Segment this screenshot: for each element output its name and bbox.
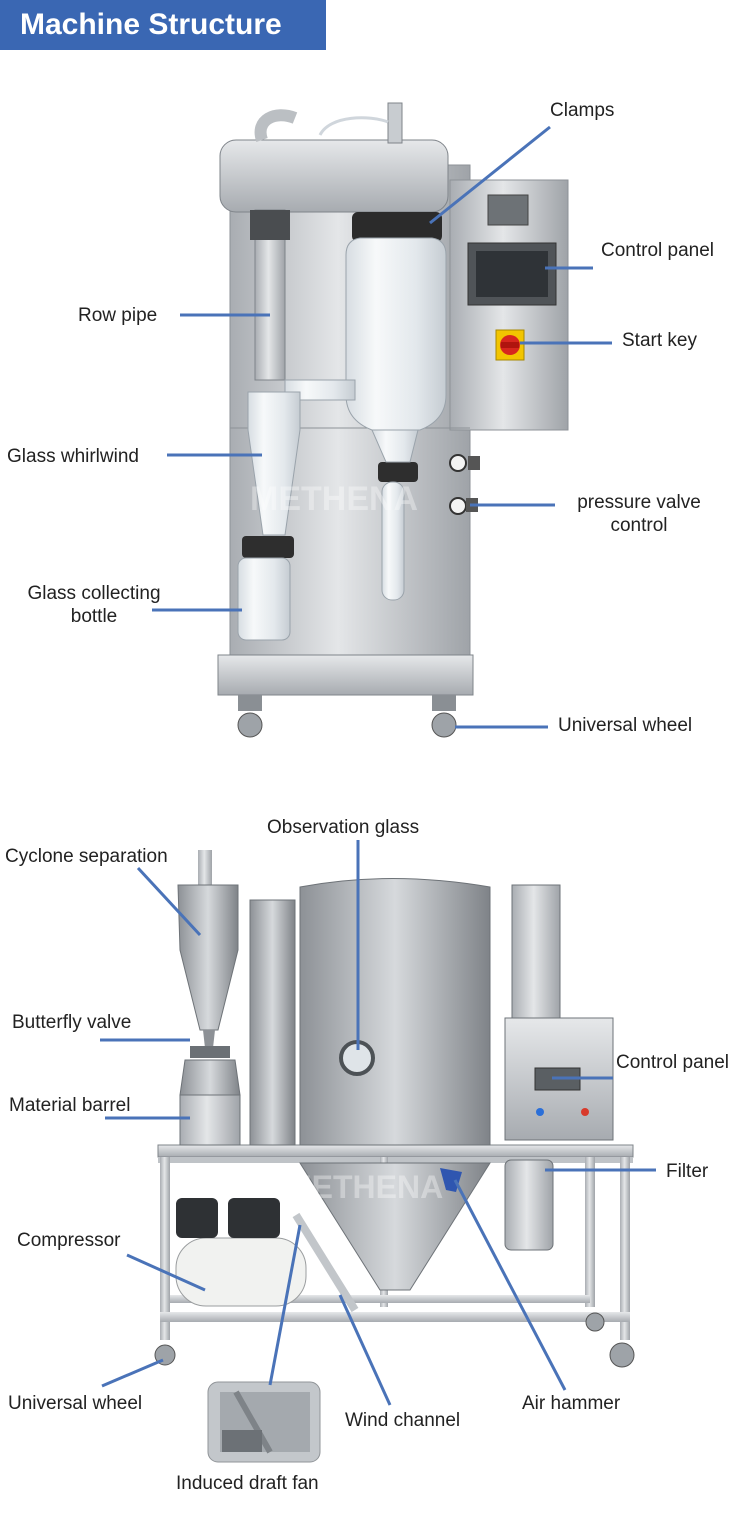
label-air-hammer: Air hammer: [522, 1393, 621, 1414]
label-row-pipe: Row pipe: [78, 305, 158, 326]
label-glass-bottle-line2: bottle: [70, 606, 118, 627]
label-start-key: Start key: [622, 330, 697, 351]
label-control-panel: Control panel: [601, 240, 715, 261]
section-title: Machine Structure: [0, 0, 326, 50]
label-universal-wheel-top: Universal wheel: [558, 715, 693, 736]
label-wind-channel: Wind channel: [345, 1410, 461, 1431]
top-machine: METHENA: [217, 102, 569, 738]
bottom-leader-lines: [100, 840, 656, 1406]
label-glass-whirlwind: Glass whirlwind: [7, 446, 139, 467]
watermark-text: METHENA: [250, 480, 418, 518]
label-control-panel-bottom: Control panel: [616, 1052, 730, 1073]
label-filter: Filter: [666, 1161, 709, 1182]
label-clamps: Clamps: [550, 100, 615, 121]
label-glass-collecting-bottle: Glass collecting bottle: [10, 582, 178, 628]
label-glass-bottle-line1: Glass collecting: [27, 583, 161, 604]
label-observation-glass: Observation glass: [267, 817, 420, 838]
top-leader-lines: [152, 125, 612, 729]
watermark-text-bottom: METHENA: [285, 1169, 443, 1205]
label-pressure-valve-control: pressure valve control: [560, 491, 718, 537]
label-material-barrel: Material barrel: [9, 1095, 131, 1116]
label-universal-wheel-bottom: Universal wheel: [8, 1393, 143, 1414]
label-pressure-valve-line1: pressure valve: [577, 492, 701, 513]
label-cyclone-separation: Cyclone separation: [5, 846, 168, 867]
label-pressure-valve-line2: control: [610, 515, 668, 536]
induced-draft-fan-photo: [207, 1381, 321, 1463]
bottom-machine: METHENA: [154, 850, 635, 1368]
label-compressor: Compressor: [17, 1230, 121, 1251]
label-induced-draft-fan: Induced draft fan: [176, 1473, 319, 1494]
label-butterfly-valve: Butterfly valve: [12, 1012, 132, 1033]
